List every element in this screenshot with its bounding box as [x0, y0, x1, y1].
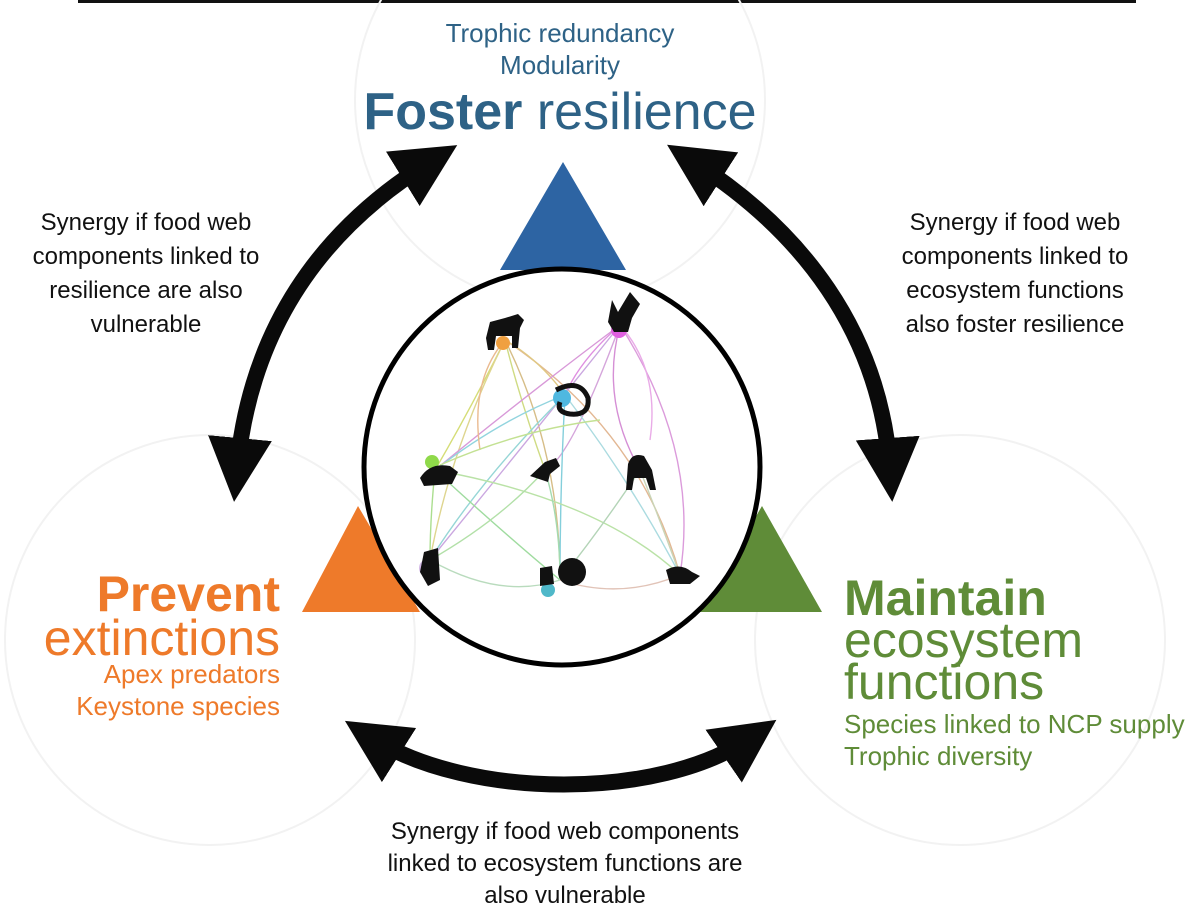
bird-icon	[530, 458, 560, 482]
synergy-left-line2: components linked to	[32, 243, 260, 270]
right-goal-title-rest2: functions	[844, 654, 1045, 710]
synergy-right-line4: also foster resilience	[905, 311, 1125, 338]
top-goal-title: Foster resilience	[330, 82, 790, 142]
right-goal-title-rest1: ecosystem	[844, 612, 1083, 668]
right-goal-line2: Trophic diversity	[844, 741, 1033, 771]
right-goal-title-bold: Maintain	[844, 570, 1047, 626]
arrow-bottom	[344, 719, 777, 793]
left-goal-title-bold: Prevent	[96, 566, 280, 622]
arrow-top-right	[667, 144, 920, 502]
triangle-orange	[302, 506, 420, 612]
synergy-right-line2: components linked to	[901, 243, 1129, 270]
synergy-right-line1: Synergy if food web	[909, 209, 1121, 236]
top-rule	[78, 0, 1136, 3]
top-goal-title-bold: Foster	[363, 83, 523, 141]
goat-icon	[626, 455, 656, 490]
synergy-right: Synergy if food web components linked to…	[870, 206, 1160, 342]
synergy-right-line3: ecosystem functions	[906, 277, 1124, 304]
triangle-blue	[500, 162, 626, 270]
right-goal-line1: Species linked to NCP supply	[844, 709, 1185, 739]
left-goal-line1: Apex predators	[103, 659, 280, 689]
left-goal-line2: Keystone species	[76, 691, 280, 721]
top-goal-title-rest: resilience	[536, 83, 757, 141]
bg-circle-right	[754, 434, 1166, 846]
fly-icon	[419, 548, 440, 586]
top-goal-line2: Modularity	[500, 50, 620, 80]
tree-icon	[541, 558, 586, 597]
snake-icon	[553, 383, 591, 417]
synergy-left-line4: vulnerable	[90, 311, 202, 338]
top-goal-line1: Trophic redundancy	[445, 18, 675, 48]
synergy-bottom-line2: linked to ecosystem functions are	[387, 850, 743, 877]
beetle-icon	[540, 566, 554, 586]
beaver-icon	[666, 566, 700, 584]
synergy-bottom: Synergy if food web components linked to…	[340, 816, 790, 912]
eagle-icon	[608, 292, 640, 338]
left-goal-title-rest: extinctions	[43, 610, 280, 666]
wolf-icon	[486, 314, 524, 350]
synergy-bottom-line1: Synergy if food web components	[390, 818, 740, 845]
synergy-left-line1: Synergy if food web	[40, 209, 252, 236]
synergy-left-line3: resilience are also	[49, 277, 243, 304]
synergy-left: Synergy if food web components linked to…	[0, 206, 292, 342]
triangle-green	[700, 506, 822, 612]
synergy-bottom-line3: also vulnerable	[484, 882, 646, 909]
arrow-top-left	[208, 145, 458, 502]
